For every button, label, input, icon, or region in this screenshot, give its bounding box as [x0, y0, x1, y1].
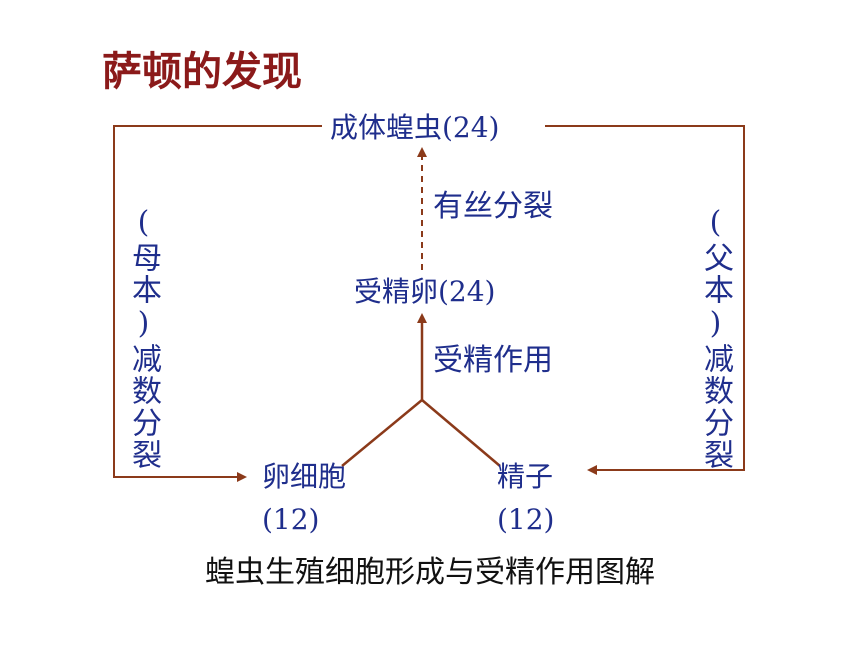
paternal-meiosis-path [545, 125, 745, 475]
maternal-meiosis-path [113, 125, 322, 482]
label-fertilization: 受精作用 [433, 343, 553, 378]
label-maternal-meiosis: (母本)减数分裂 [126, 205, 161, 471]
node-sperm-chromosome-count: (12) [497, 503, 555, 536]
node-adult-grasshopper: 成体蝗虫(24) [330, 111, 500, 144]
egg-to-fusion-line [341, 399, 423, 467]
label-paternal-meiosis: (父本)减数分裂 [698, 205, 733, 471]
node-egg-cell: 卵细胞 [262, 460, 347, 493]
node-zygote: 受精卵(24) [354, 275, 496, 308]
node-egg-chromosome-count: (12) [262, 503, 320, 536]
sperm-to-fusion-line [421, 399, 501, 467]
label-mitosis: 有丝分裂 [433, 189, 553, 224]
slide-title: 萨顿的发现 [102, 49, 302, 95]
diagram-caption: 蝗虫生殖细胞形成与受精作用图解 [205, 555, 655, 590]
node-sperm: 精子 [497, 460, 554, 493]
